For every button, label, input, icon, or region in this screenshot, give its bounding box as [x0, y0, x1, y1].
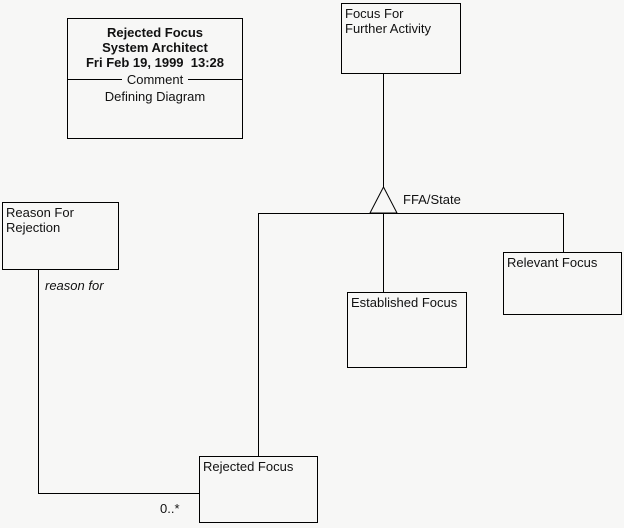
- comment-title: Rejected Focus: [106, 25, 204, 40]
- node-relevant-label: Relevant Focus: [507, 255, 598, 270]
- node-reason-label-line2: Rejection: [6, 220, 61, 235]
- generalization-triangle-icon: [369, 186, 398, 214]
- comment-timestamp: Fri Feb 19, 1999 13:28: [85, 55, 225, 70]
- comment-divider: Comment: [68, 72, 242, 87]
- node-relevant-focus[interactable]: Relevant Focus: [503, 252, 622, 315]
- line-reason-vertical: [38, 270, 39, 493]
- node-rejected-focus[interactable]: Rejected Focus: [199, 456, 318, 523]
- line-to-established-focus: [383, 214, 384, 292]
- node-ffa-label-line1: Focus For: [345, 6, 404, 21]
- line-children-horizontal: [258, 213, 564, 214]
- multiplicity-label: 0..*: [160, 501, 180, 516]
- comment-tool-name: System Architect: [102, 40, 208, 55]
- node-established-focus[interactable]: Established Focus: [347, 292, 467, 368]
- node-reason-for-rejection[interactable]: Reason For Rejection: [2, 202, 119, 270]
- association-role-label: reason for: [45, 278, 104, 293]
- line-reason-horizontal: [38, 493, 199, 494]
- generalization-state-label: FFA/State: [403, 192, 461, 207]
- node-focus-for-further-activity[interactable]: Focus For Further Activity: [341, 3, 461, 74]
- line-to-relevant-focus: [563, 214, 564, 252]
- comment-body: Defining Diagram: [104, 89, 206, 104]
- node-reason-label-line1: Reason For: [6, 205, 74, 220]
- line-parent-to-triangle: [383, 74, 384, 187]
- comment-divider-label: Comment: [126, 72, 184, 87]
- node-established-label: Established Focus: [351, 295, 458, 310]
- node-ffa-label-line2: Further Activity: [345, 21, 431, 36]
- node-rejected-label: Rejected Focus: [203, 459, 294, 474]
- diagram-comment-box[interactable]: Rejected Focus System Architect Fri Feb …: [67, 18, 243, 139]
- line-to-rejected-focus: [258, 214, 259, 456]
